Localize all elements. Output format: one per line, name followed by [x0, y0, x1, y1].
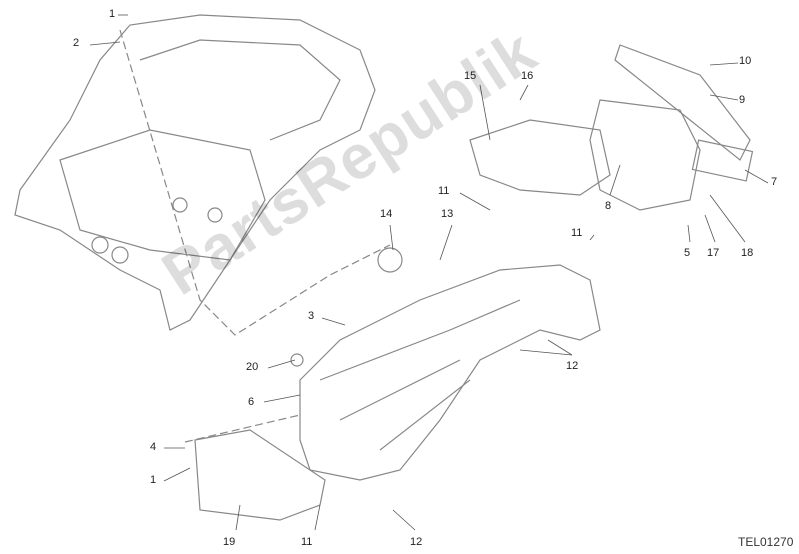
callout-11: 11 [571, 227, 583, 239]
callout-4: 4 [150, 441, 157, 453]
callout-6: 6 [248, 396, 255, 408]
callout-9: 9 [739, 94, 746, 106]
callout-11: 11 [438, 185, 450, 197]
light-cover [469, 119, 611, 196]
bottom-cover [194, 429, 326, 521]
callout-14: 14 [380, 208, 393, 220]
callout-11: 11 [301, 536, 313, 548]
callout-20: 20 [246, 361, 259, 373]
callout-10: 10 [739, 55, 752, 67]
license-bracket [614, 44, 751, 161]
license-plate-holder [589, 99, 701, 211]
callout-19: 19 [223, 536, 236, 548]
callout-17: 17 [707, 247, 720, 259]
seat-subframe [14, 14, 376, 331]
drawing-code: TEL01270 [738, 535, 794, 549]
callout-7: 7 [771, 176, 778, 188]
callout-18: 18 [741, 247, 754, 259]
callout-15: 15 [464, 70, 477, 82]
callout-12: 12 [566, 360, 579, 372]
callout-1: 1 [150, 474, 157, 486]
callout-2: 2 [73, 37, 80, 49]
rear-fender [299, 264, 601, 481]
callout-8: 8 [605, 200, 612, 212]
callout-16: 16 [521, 70, 534, 82]
callout-12: 12 [410, 536, 423, 548]
callout-1: 1 [109, 8, 116, 20]
callout-3: 3 [308, 310, 315, 322]
callout-13: 13 [441, 208, 454, 220]
callout-5: 5 [684, 247, 691, 259]
